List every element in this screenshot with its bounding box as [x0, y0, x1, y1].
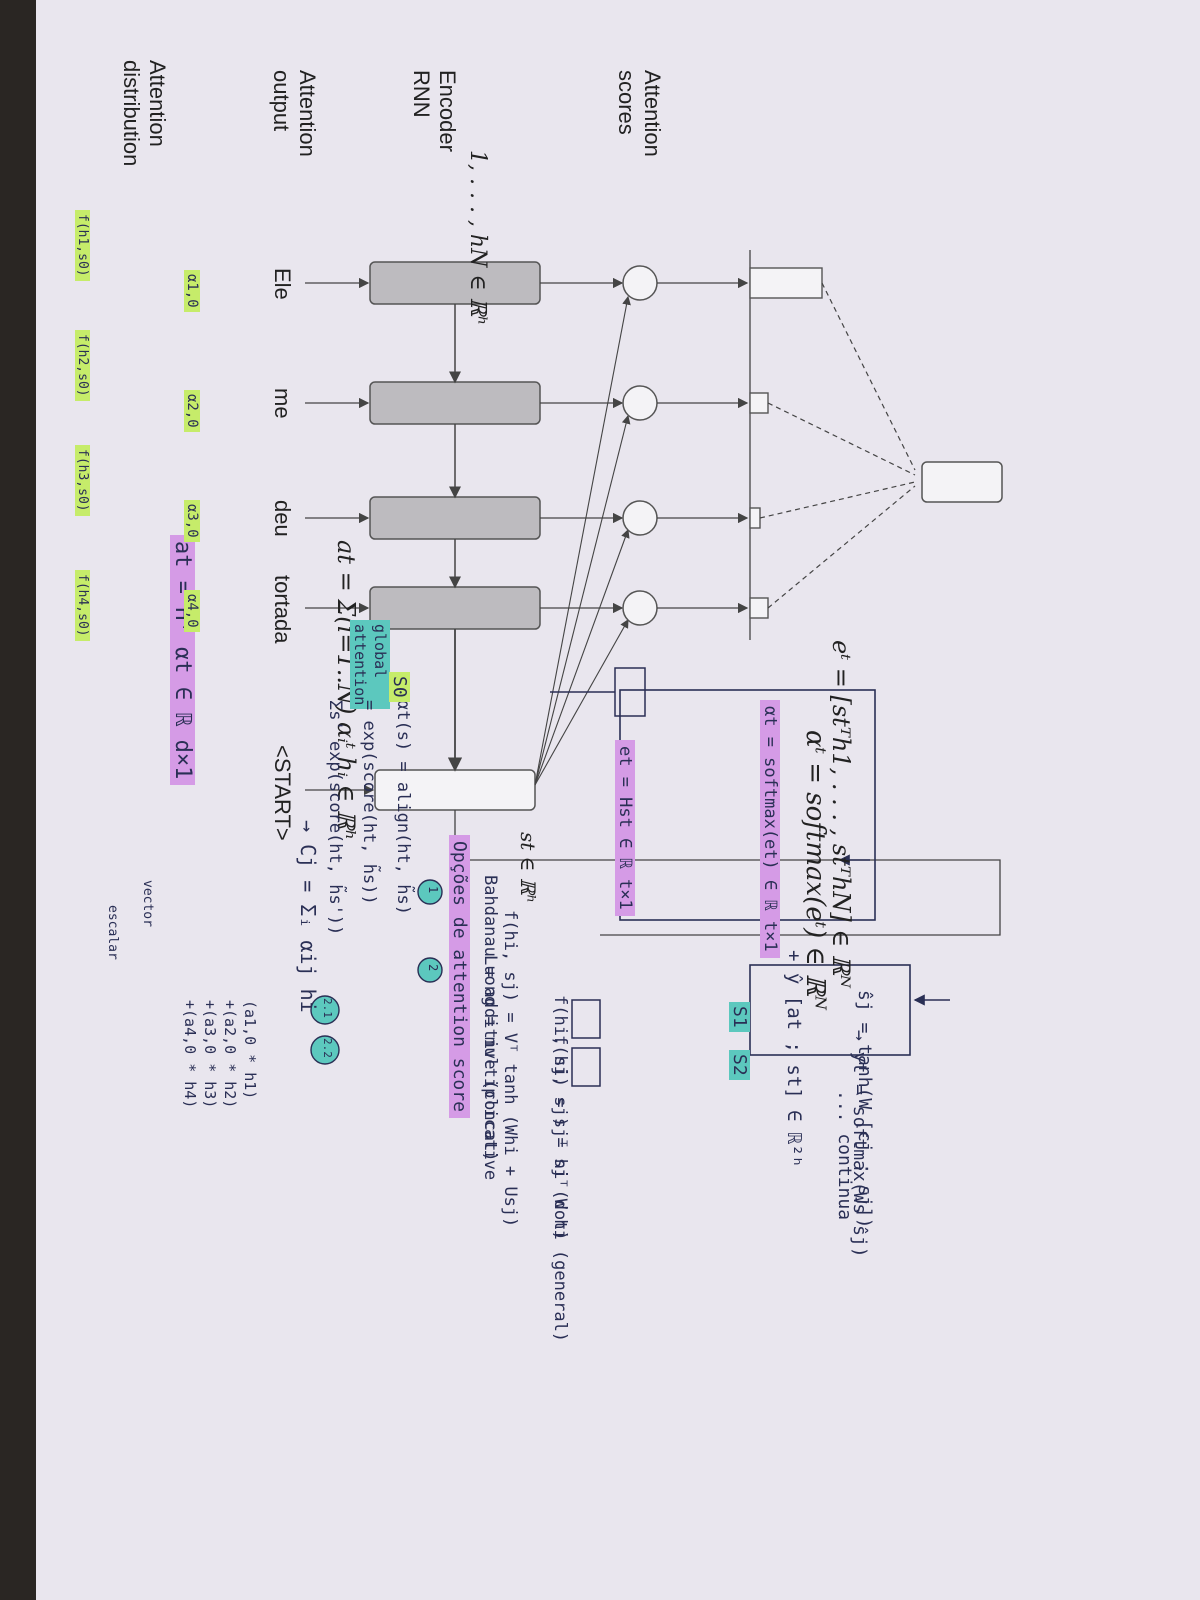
token-4: tortada — [270, 575, 295, 644]
s2-box — [571, 1047, 601, 1087]
attention-output-bar — [921, 461, 1003, 503]
encoder-cell-4 — [369, 586, 541, 630]
dash-1 — [821, 282, 916, 471]
hand-s1: S1 — [729, 1002, 750, 1032]
hand-global-attention: global attention — [350, 620, 390, 710]
opt-num-2-circle — [417, 957, 443, 983]
distribution-bar-1 — [749, 267, 823, 299]
hand-scores: et = Hst ∈ ℝ t×1 — [615, 740, 635, 916]
score-circle-2 — [622, 385, 658, 421]
score-circle-4 — [622, 590, 658, 626]
hand-s2: S2 — [729, 1050, 750, 1080]
hand-opt1-formula: f(hi, sj) = Vᵀ tanh (Whi + Usj) — [500, 910, 520, 1228]
hand-alpha-4: α4,0 — [184, 590, 200, 632]
opt-num-21: 2.1 — [321, 998, 334, 1018]
dash-3 — [759, 481, 916, 519]
hand-alpha-1: α1,0 — [184, 270, 200, 312]
decoder-state-label: st ∈ ℝʰ — [516, 832, 540, 904]
token-3: deu — [270, 500, 295, 537]
hand-sj-hat: ŝj = tanh(W [cj ; sj]) — [854, 990, 875, 1229]
encoder-cell-3 — [369, 496, 541, 540]
formula-attention-scores: eᵗ = [stᵀh1, . . . , stᵀhN] ∈ ℝᴺ — [827, 640, 855, 988]
opt-num-22-circle — [310, 1035, 340, 1065]
dec-score-4 — [534, 619, 629, 786]
hand-alpha-2: α2,0 — [184, 390, 200, 432]
hand-opt22: f(hi, sj) = sjᵀ W hi (general) — [550, 1035, 570, 1343]
dec-score-2 — [534, 414, 631, 786]
dec-score-3 — [534, 528, 630, 786]
encoder-cell-2 — [369, 381, 541, 425]
hand-score-4: f(h4,s0) — [75, 570, 90, 641]
expansion-box — [749, 964, 911, 1056]
hand-softmax: αt = softmax(et) ∈ ℝ t×1 — [760, 700, 780, 958]
score-circle-1 — [622, 265, 658, 301]
hand-score-2: f(h2,s0) — [75, 330, 90, 401]
hand-align-box: αt(s) = align(ht, h̃s) = exp(score(ht, h… — [325, 700, 413, 936]
hidden-states-label: 1, . . . , hN ∈ ℝʰ — [465, 150, 490, 326]
hand-opt2: Luong = multiplicative — [480, 955, 500, 1181]
dash-2 — [767, 402, 916, 476]
token-1: Ele — [270, 268, 295, 300]
hand-s0: S0 — [389, 672, 410, 702]
distribution-bar-2 — [749, 392, 769, 414]
dash-4 — [767, 485, 916, 609]
hand-score-3: f(h3,s0) — [75, 445, 90, 516]
hand-vector-note: vector — [140, 880, 155, 927]
distribution-bar-3 — [749, 507, 761, 529]
opt-num-22: 2.2 — [321, 1038, 334, 1058]
hand-ct-sum: → Cj = Σᵢ αij hi — [296, 820, 320, 1013]
hand-scalar-note: escalar — [105, 905, 120, 960]
score-circle-3 — [622, 500, 658, 536]
hand-concat-eq: + ŷ [at ; st] ∈ ℝ²ʰ — [783, 950, 805, 1168]
opt-num-21-circle — [310, 995, 340, 1025]
opt-num-1-circle — [417, 879, 443, 905]
hand-top-formula: at = Hᵀ αt ∈ ℝ d×1 — [170, 535, 195, 786]
dec-score-1 — [534, 295, 631, 786]
token-2: me — [270, 388, 295, 419]
encoder-cell-1 — [369, 261, 541, 305]
hand-score-1: f(h1,s0) — [75, 210, 90, 281]
hand-alpha-3: α3,0 — [184, 500, 200, 542]
s1-box — [571, 999, 601, 1039]
attention-diagram-svg — [305, 250, 1003, 1087]
distribution-bar-4 — [749, 597, 769, 619]
token-start: <START> — [270, 745, 295, 841]
hand-options-title: Opções de attention score — [449, 835, 470, 1118]
opt-num-1: 1 — [426, 886, 440, 894]
opt-num-2: 2 — [426, 964, 440, 972]
